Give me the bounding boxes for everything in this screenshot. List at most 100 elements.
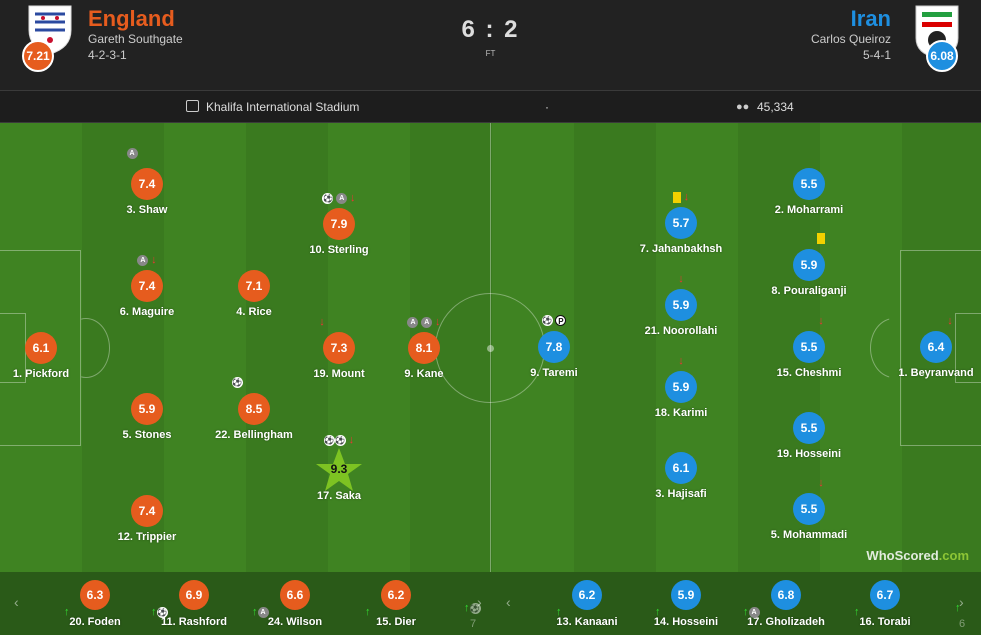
player-sterling[interactable]: ⚽ A ↓ 7.9 10. Sterling xyxy=(279,192,399,256)
player-noorollahi[interactable]: ↓ 5.9 21. Noorollahi xyxy=(621,273,741,337)
player-name: 21. Noorollahi xyxy=(644,325,718,337)
sub-hosseini[interactable]: ↑ 5.9 14. Hosseini xyxy=(631,580,741,628)
arrow-down-icon: ↓ xyxy=(348,434,355,446)
away-team-name[interactable]: Iran xyxy=(850,6,891,31)
center-spot xyxy=(487,345,494,352)
player-rating: 9.3 xyxy=(330,462,348,476)
arrow-up-icon: ↑ xyxy=(365,606,371,618)
ball-icon: ⚽ xyxy=(541,315,553,326)
venue-name: Khalifa International Stadium xyxy=(206,100,360,114)
player-name: 2. Moharrami xyxy=(774,204,844,216)
player-rating: 5.5 xyxy=(793,493,825,525)
player-karimi[interactable]: ↓ 5.9 18. Karimi xyxy=(621,355,741,419)
arrow-down-icon: ↓ xyxy=(319,316,325,328)
player-rating: 5.7 xyxy=(665,207,697,239)
assist-icon: A xyxy=(407,316,419,328)
assist-icon: A xyxy=(748,606,760,618)
whoscored-logo: WhoScored.com xyxy=(866,548,969,563)
player-name: 7. Jahanbakhsh xyxy=(639,243,723,255)
player-mohammadi[interactable]: ↓ 5.5 5. Mohammadi xyxy=(749,477,869,541)
player-rating: 6.2 xyxy=(572,580,602,610)
player-rating: 5.5 xyxy=(793,412,825,444)
match-header: 7.21 England Gareth Southgate 4-2-3-1 6 … xyxy=(0,0,981,90)
player-stones[interactable]: 5.9 5. Stones xyxy=(87,393,207,441)
player-rating: 5.5 xyxy=(793,331,825,363)
arrow-down-icon: ↓ xyxy=(350,192,356,204)
arrow-down-icon: ↓ xyxy=(678,355,684,367)
player-name: 9. Kane xyxy=(404,368,444,380)
sub-rashford[interactable]: ↑⚽ 6.9 11. Rashford xyxy=(139,580,249,628)
player-taremi[interactable]: ⚽ P 7.8 9. Taremi xyxy=(494,315,614,379)
arrow-down-icon: ↓ xyxy=(818,315,824,327)
stadium-icon xyxy=(186,100,199,112)
match-info-bar: Khalifa International Stadium · ●● 45,33… xyxy=(0,90,981,123)
player-rating: 6.6 xyxy=(280,580,310,610)
player-rating: 5.9 xyxy=(671,580,701,610)
player-bellingham[interactable]: ⚽ 8.5 22. Bellingham xyxy=(194,377,314,441)
right-goal-box xyxy=(955,313,981,383)
player-name: 4. Rice xyxy=(236,306,272,318)
player-rating: 5.9 xyxy=(793,249,825,281)
player-name: 3. Shaw xyxy=(126,204,168,216)
arrow-up-icon: ↑ xyxy=(464,602,470,615)
player-name: 5. Stones xyxy=(122,429,172,441)
player-saka[interactable]: ⚽⚽ ↓ 9.3 17. Saka xyxy=(279,434,399,502)
player-name: 16. Torabi xyxy=(859,616,911,628)
player-moharrami[interactable]: 5.5 2. Moharrami xyxy=(749,168,869,216)
sub-icons: ↑A xyxy=(743,606,760,618)
player-name: 15. Dier xyxy=(376,616,416,628)
arrow-down-icon: ↓ xyxy=(947,315,953,327)
player-cheshmi[interactable]: ↓ 5.5 15. Cheshmi xyxy=(749,315,869,379)
player-rating: 7.9 xyxy=(323,208,355,240)
player-rating: 7.4 xyxy=(131,270,163,302)
player-rating: 6.1 xyxy=(25,332,57,364)
player-name: 19. Mount xyxy=(313,368,365,380)
player-hosseini[interactable]: 5.5 19. Hosseini xyxy=(749,412,869,460)
home-bench-next-icon[interactable]: › xyxy=(477,594,482,610)
home-team-name[interactable]: England xyxy=(88,6,175,31)
player-name: 22. Bellingham xyxy=(215,429,293,441)
bench-peek-away: ↑ 6 xyxy=(955,602,965,630)
player-name: 5. Mohammadi xyxy=(770,529,848,541)
player-name: 24. Wilson xyxy=(267,616,323,628)
sub-gholizadeh[interactable]: ↑A 6.8 17. Gholizadeh xyxy=(731,580,841,628)
player-rating: 7.4 xyxy=(131,495,163,527)
player-rating: 6.1 xyxy=(665,452,697,484)
player-pouraliganji[interactable]: 5.9 8. Pouraliganji xyxy=(749,233,869,297)
player-name: 12. Trippier xyxy=(117,531,177,543)
player-name: 11. Rashford xyxy=(160,616,228,628)
player-rating: 6.7 xyxy=(870,580,900,610)
player-trippier[interactable]: 7.4 12. Trippier xyxy=(87,495,207,543)
player-name: 20. Foden xyxy=(69,616,121,628)
player-shaw[interactable]: A 7.4 3. Shaw xyxy=(87,148,207,216)
sub-dier[interactable]: ↑ 6.2 15. Dier xyxy=(341,580,451,628)
player-beyranvand[interactable]: ↓ 6.4 1. Beyranvand xyxy=(876,315,981,379)
home-bench-prev-icon[interactable]: ‹ xyxy=(14,594,19,610)
player-mount[interactable]: ↓ 7.3 19. Mount xyxy=(279,316,399,380)
player-name: 17. Gholizadeh xyxy=(747,616,825,628)
sub-icons: ↑⚽ xyxy=(151,606,168,618)
away-bench-next-icon[interactable]: › xyxy=(959,594,964,610)
player-maguire[interactable]: A ↓ 7.4 6. Maguire xyxy=(87,254,207,318)
player-name: 14. Hosseini xyxy=(653,616,719,628)
player-rating: 5.9 xyxy=(665,371,697,403)
player-rating: 7.1 xyxy=(238,270,270,302)
sub-torabi[interactable]: ↑ 6.7 16. Torabi xyxy=(830,580,940,628)
player-pickford[interactable]: 6.1 1. Pickford xyxy=(0,332,101,380)
player-hajisafi[interactable]: 6.1 3. Hajisafi xyxy=(621,452,741,500)
right-penalty-box xyxy=(900,250,981,446)
player-rating: 6.4 xyxy=(920,331,952,363)
arrow-up-icon: ↑ xyxy=(64,606,70,618)
left-penalty-box xyxy=(0,250,81,446)
assist-icon: A xyxy=(126,148,138,159)
player-jahanbakhsh[interactable]: ↓ 5.7 7. Jahanbakhsh xyxy=(621,191,741,255)
yellow-card-icon xyxy=(672,191,681,203)
sub-kanaani[interactable]: ↑ 6.2 13. Kanaani xyxy=(532,580,642,628)
sub-foden[interactable]: ↑ 6.3 20. Foden xyxy=(40,580,150,628)
sub-wilson[interactable]: ↑A 6.6 24. Wilson xyxy=(240,580,350,628)
player-kane[interactable]: A A ↓ 8.1 9. Kane xyxy=(364,316,484,380)
player-name: 1. Beyranvand xyxy=(898,367,974,379)
away-bench-prev-icon[interactable]: ‹ xyxy=(506,594,511,610)
arrow-down-icon: ↓ xyxy=(435,316,441,328)
player-rice[interactable]: 7.1 4. Rice xyxy=(194,270,314,318)
